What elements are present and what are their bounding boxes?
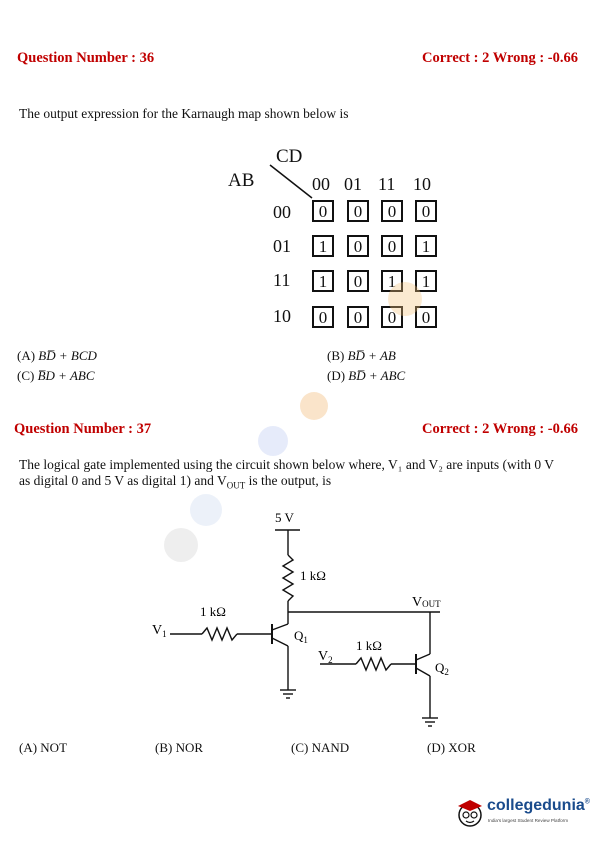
collegedunia-logo: collegedunia® India's largest Student Re… [455, 795, 590, 835]
q37-option-b[interactable]: (B) NOR [155, 740, 204, 755]
kmap-cell: 0 [381, 306, 403, 328]
vout-label: VOUT [412, 595, 441, 610]
q36-option-b[interactable]: (B) BD̅ + AB [327, 348, 396, 364]
kmap-cell: 0 [415, 306, 437, 328]
kmap-cell: 0 [381, 235, 403, 257]
watermark-logo [300, 392, 328, 420]
v2-label: V2 [318, 649, 333, 665]
kmap-col-var: CD [276, 146, 303, 167]
kmap-cell: 1 [415, 235, 437, 257]
kmap-cell: 0 [347, 200, 369, 222]
supply-label: 5 V [275, 510, 295, 525]
kmap-row-var: AB [228, 170, 255, 191]
kmap-col-label: 00 [312, 174, 330, 194]
base1-resistor-label: 1 kΩ [200, 604, 226, 619]
kmap-cell: 0 [312, 306, 334, 328]
option-label: (B) [327, 348, 345, 363]
watermark-logo [258, 426, 288, 456]
student-mascot-icon [458, 800, 482, 827]
q37-text-line2: as digital 0 and 5 V as digital 1) and V… [19, 473, 332, 491]
kmap-cell: 1 [312, 235, 334, 257]
q37-option-a[interactable]: (A) NOT [19, 740, 68, 755]
option-label: (A) [17, 348, 36, 363]
option-expression: BD̅ + AB [347, 348, 396, 363]
kmap-cell: 1 [312, 270, 334, 292]
q36-number: Question Number : 36 [17, 50, 155, 66]
transistor-circuit: 5 V 1 kΩ 1 kΩ 1 kΩ V1 V2 VOUT Q1 Q2 [152, 510, 449, 727]
kmap-cell: 0 [347, 235, 369, 257]
watermark-logo [190, 494, 222, 526]
kmap-col-label: 01 [344, 174, 362, 194]
q36-option-d[interactable]: (D) BD̅ + ABC [327, 368, 405, 384]
q36-option-a[interactable]: (A) BD̅ + BCD [17, 348, 97, 364]
q36-question-text: The output expression for the Karnaugh m… [19, 106, 349, 121]
kmap-cell: 1 [381, 270, 403, 292]
watermark-logo [388, 282, 422, 316]
collector-resistor-label: 1 kΩ [300, 568, 326, 583]
kmap-col-label: 11 [378, 174, 396, 194]
q36-marks: Correct : 2 Wrong : -0.66 [422, 50, 578, 66]
kmap-cell: 0 [312, 200, 334, 222]
kmap-cell: 0 [347, 270, 369, 292]
kmap-row-label: 01 [273, 236, 291, 256]
kmap-col-label: 10 [413, 174, 431, 194]
q1-label: Q1 [294, 628, 308, 645]
q37-number: Question Number : 37 [14, 421, 152, 437]
brand-tagline: India's largest Student Review Platform [488, 818, 569, 823]
q37-question-text: The logical gate implemented using the c… [19, 457, 579, 494]
option-label: (D) [327, 368, 346, 383]
karnaugh-map: CD AB 00 01 11 10 00 01 11 10 0 0 0 0 1 … [220, 140, 450, 340]
kmap-row-label: 00 [273, 202, 291, 222]
watermark-logo [164, 528, 198, 562]
option-expression: BD̅ + ABC [348, 368, 406, 383]
kmap-diagonal [269, 164, 313, 199]
brand-name: collegedunia® [487, 797, 590, 814]
kmap-row-label: 11 [273, 270, 291, 290]
q37-option-c[interactable]: (C) NAND [291, 740, 350, 755]
option-label: (C) [17, 368, 35, 383]
q36-option-c[interactable]: (C) B̅D + ABC [17, 368, 95, 384]
q37-marks: Correct : 2 Wrong : -0.66 [422, 421, 578, 437]
kmap-cell: 0 [347, 306, 369, 328]
base2-resistor-label: 1 kΩ [356, 638, 382, 653]
collector-resistor [281, 554, 295, 602]
kmap-row-label: 10 [273, 306, 291, 326]
q2-label: Q2 [435, 660, 449, 677]
kmap-cell: 0 [415, 200, 437, 222]
q37-option-d[interactable]: (D) XOR [427, 740, 476, 755]
v1-label: V1 [152, 623, 167, 639]
option-expression: B̅D + ABC [37, 368, 95, 383]
kmap-cell: 1 [415, 270, 437, 292]
q37-text-line1: The logical gate implemented using the c… [19, 457, 555, 472]
option-expression: BD̅ + BCD [38, 348, 97, 363]
kmap-cell: 0 [381, 200, 403, 222]
